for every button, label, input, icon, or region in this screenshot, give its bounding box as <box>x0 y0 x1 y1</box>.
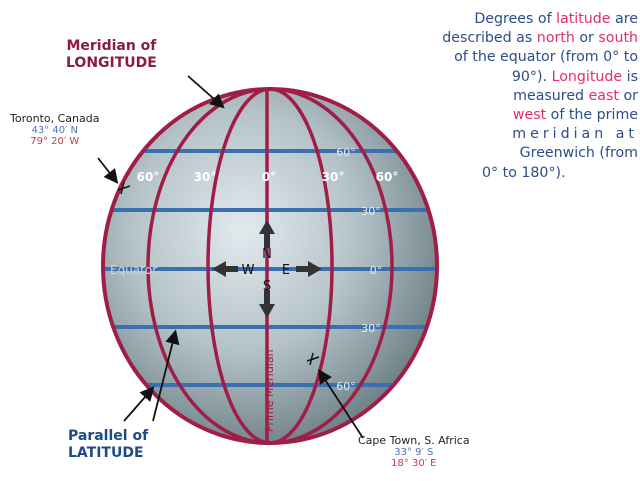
north-arrow <box>259 220 275 248</box>
parallel-label: Parallel of LATITUDE <box>68 428 148 462</box>
prime-meridian-label: Prime Meridian <box>263 349 276 432</box>
cape-town-marker <box>306 352 320 366</box>
desc-text: described as <box>442 30 537 47</box>
globe-sphere <box>103 89 437 443</box>
longitude-tick-label: 30° <box>194 170 217 184</box>
latitude-tick-label: 60° <box>336 380 356 393</box>
desc-text: Degrees of <box>474 11 557 27</box>
meridian-label-line1: Meridian of <box>66 38 157 54</box>
parallel-pointer-2 <box>152 329 180 422</box>
desc-text: of the prime <box>546 107 638 124</box>
parallel-label-line1: Parallel of <box>68 428 149 444</box>
meridian-pointer <box>187 75 225 109</box>
parallel-pointer-1 <box>123 386 155 422</box>
toronto-latitude: 43° 40′ N <box>31 125 79 136</box>
compass-south-letter: S <box>263 279 271 294</box>
meridian-label: Meridian of LONGITUDE <box>66 38 157 72</box>
south-arrow <box>259 290 275 318</box>
desc-south-word: south <box>598 30 638 47</box>
toronto-label: Toronto, Canada 43° 40′ N 79° 20′ W <box>10 112 99 147</box>
toronto-longitude: 79° 20′ W <box>30 136 80 147</box>
longitude-tick-label: 0° <box>262 170 276 184</box>
longitude-tick-label: 30° <box>322 170 345 184</box>
description-paragraph: Degrees of latitude are described as nor… <box>372 10 638 183</box>
globe-outline <box>101 87 439 445</box>
cape-town-longitude: 18° 30′ E <box>391 458 437 469</box>
desc-west-word: west <box>512 107 547 124</box>
west-arrow <box>212 261 238 277</box>
compass-rose: N S W E <box>212 220 322 318</box>
desc-text: meridian at <box>512 126 638 143</box>
compass-east-letter: E <box>282 263 290 278</box>
compass-west-letter: W <box>242 263 255 278</box>
desc-text: of the equator (from 0° to <box>454 49 638 66</box>
desc-text: Greenwich (from <box>519 145 638 162</box>
desc-text: is <box>622 68 638 85</box>
cape-town-name: Cape Town, S. Africa <box>358 434 470 447</box>
desc-latitude-word: latitude <box>556 11 611 27</box>
east-arrow <box>296 261 322 277</box>
desc-text: 0° to 180°). <box>482 164 566 181</box>
meridian-label-line2: LONGITUDE <box>66 55 157 71</box>
desc-text: or <box>574 30 599 47</box>
cape-town-pointer <box>318 368 364 439</box>
desc-text: 90°). <box>511 68 552 85</box>
longitude-tick-label: 60° <box>137 170 160 184</box>
latitude-tick-label: 30° <box>361 205 381 218</box>
toronto-marker <box>117 181 131 195</box>
longitude-tick-label: 60° <box>376 170 399 184</box>
toronto-name: Toronto, Canada <box>10 112 100 125</box>
latitude-tick-label: 0° <box>370 264 383 277</box>
desc-text: measured <box>513 87 589 104</box>
desc-longitude-word: Longitude <box>551 68 623 85</box>
desc-north-word: north <box>536 30 575 47</box>
cape-town-label: Cape Town, S. Africa 33° 9′ S 18° 30′ E <box>358 434 470 469</box>
compass-north-letter: N <box>262 247 272 262</box>
equator-label: Equator <box>110 263 157 277</box>
latitude-tick-label: 30° <box>361 322 381 335</box>
cape-town-latitude: 33° 9′ S <box>394 447 434 458</box>
parallel-label-line2: LATITUDE <box>68 445 144 461</box>
desc-text: or <box>618 87 638 104</box>
toronto-pointer <box>97 157 119 184</box>
latitude-tick-label: 60° <box>336 146 356 159</box>
desc-east-word: east <box>588 87 619 104</box>
desc-text: are <box>610 11 638 27</box>
